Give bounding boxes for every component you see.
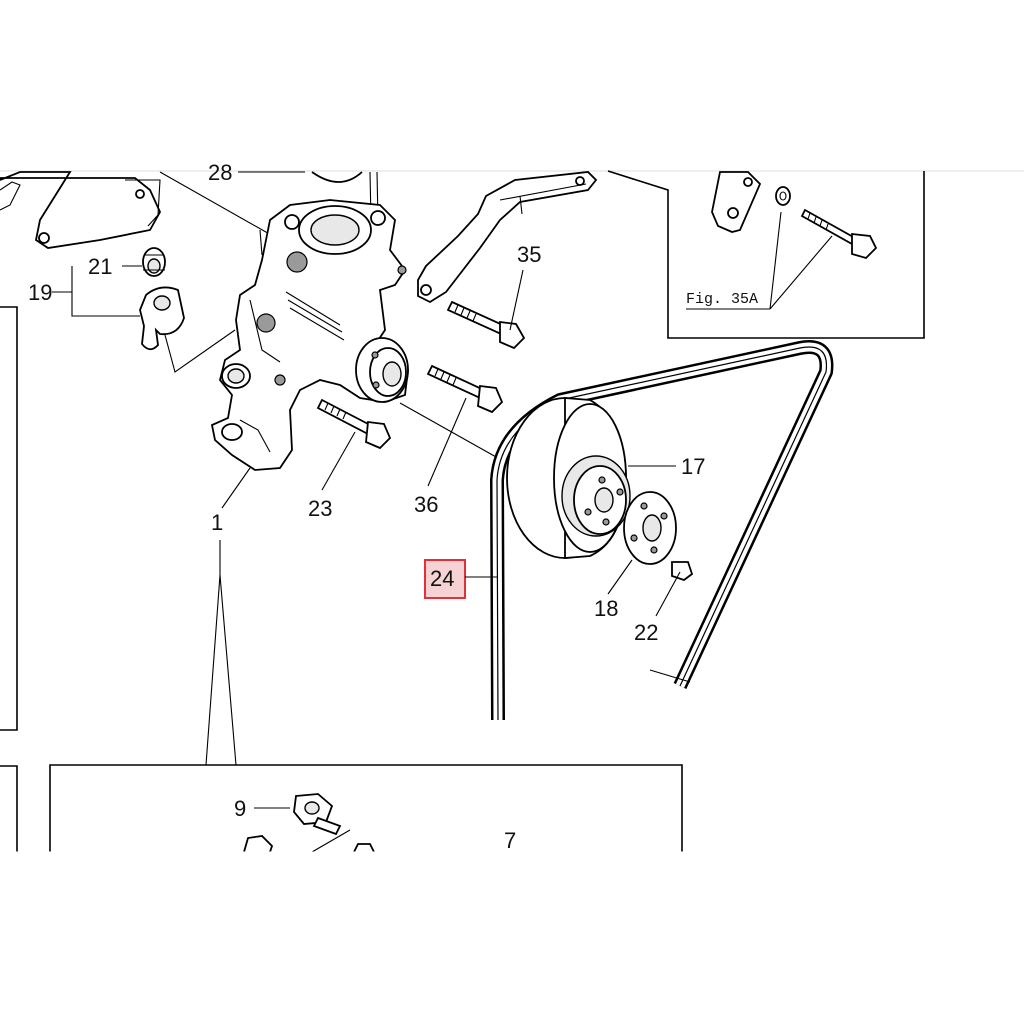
left-panel-edge bbox=[0, 306, 18, 731]
highlight-24[interactable]: 24 bbox=[424, 559, 497, 599]
label-23: 23 bbox=[308, 496, 332, 521]
label-21: 21 bbox=[88, 254, 112, 279]
pulley: 17 bbox=[506, 397, 705, 559]
label-1: 1 bbox=[211, 510, 223, 535]
lower-callout: 1 bbox=[49, 467, 683, 852]
adjusting-bracket bbox=[417, 171, 598, 304]
label-7: 7 bbox=[504, 828, 516, 853]
fig35a-inset: Fig. 35A bbox=[607, 170, 925, 339]
bolt-36: 36 bbox=[414, 364, 504, 517]
highlight-box bbox=[424, 559, 466, 599]
bolt-22: 22 bbox=[634, 561, 694, 645]
label-28: 28 bbox=[208, 160, 232, 185]
label-24: 24 bbox=[430, 566, 454, 591]
label-18: 18 bbox=[594, 596, 618, 621]
left-panel-edge-lower bbox=[0, 765, 18, 852]
bolt-35: 35 bbox=[446, 242, 541, 350]
label-35: 35 bbox=[517, 242, 541, 267]
fitting-assembly: 21 19 bbox=[28, 247, 236, 373]
o-ring bbox=[311, 171, 363, 183]
gasket-plate bbox=[0, 171, 162, 249]
lower-panel-parts: 9 7 bbox=[234, 793, 516, 853]
fig35a-label: Fig. 35A bbox=[686, 291, 758, 308]
label-22: 22 bbox=[634, 620, 658, 645]
spacer-plate: 18 bbox=[594, 491, 677, 621]
label-36: 36 bbox=[414, 492, 438, 517]
label-19: 19 bbox=[28, 280, 52, 305]
axis-line bbox=[399, 402, 506, 463]
label-9: 9 bbox=[234, 796, 246, 821]
water-pump bbox=[210, 199, 409, 471]
bolt-23: 23 bbox=[308, 398, 392, 521]
label-17: 17 bbox=[681, 454, 705, 479]
